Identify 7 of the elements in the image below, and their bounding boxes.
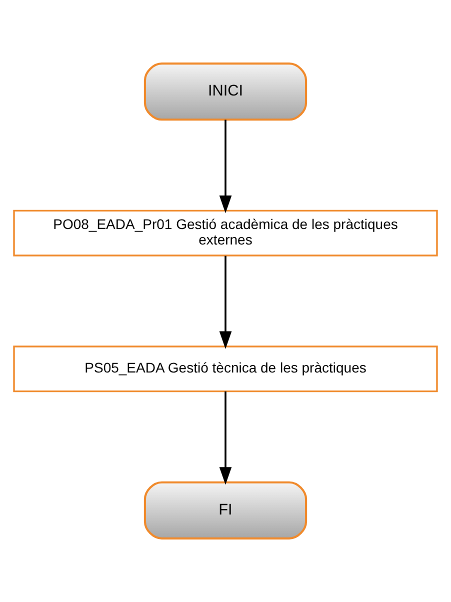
arrow [219, 120, 232, 214]
node-box: PO08_EADA_Pr01 Gestió acadèmica de les pràctiques externes [13, 210, 438, 256]
node-box: INICI [144, 62, 308, 121]
arrow [219, 391, 232, 485]
node-box: PS05_EADA Gestió tècnica de les pràctiques [13, 346, 438, 392]
arrow [219, 256, 232, 349]
node-box: FI [144, 481, 308, 540]
